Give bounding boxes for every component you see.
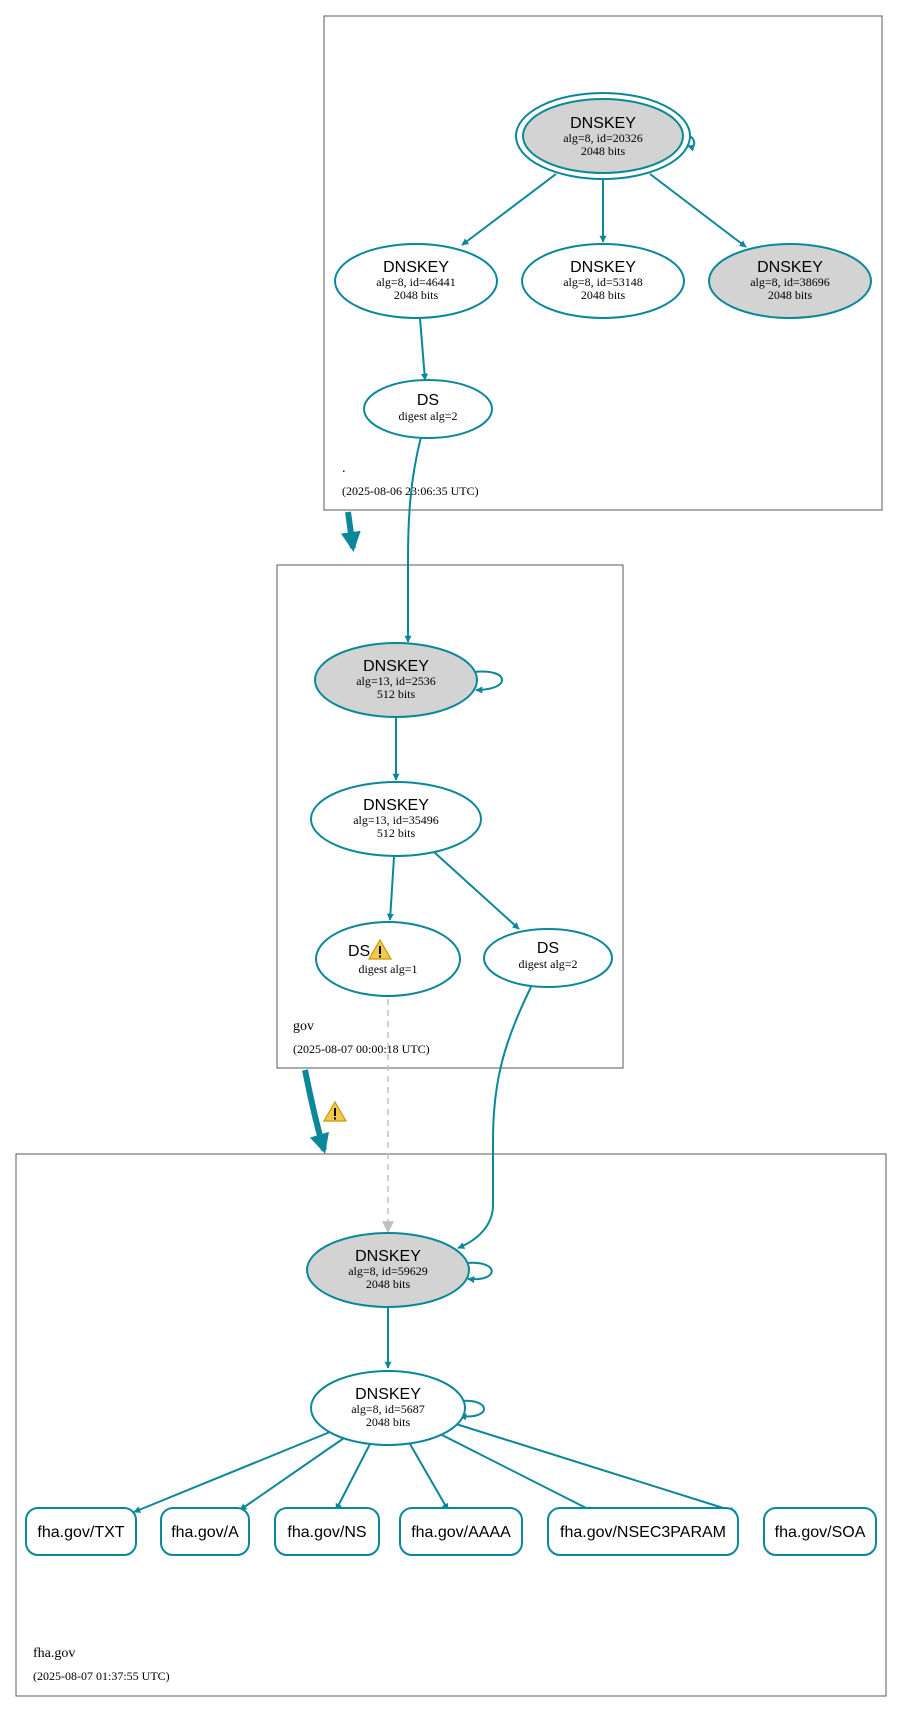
node-fha-zsk[interactable]: DNSKEY alg=8, id=5687 2048 bits <box>310 1370 466 1446</box>
self-loop-fha-ksk <box>465 1261 493 1284</box>
edge-fha-zsk-txt <box>133 1431 331 1513</box>
node-detail: alg=8, id=20326 <box>563 131 643 145</box>
node-title: DNSKEY <box>355 1386 421 1403</box>
node-gov-ksk[interactable]: DNSKEY alg=13, id=2536 512 bits <box>314 642 478 718</box>
node-detail: alg=8, id=38696 <box>750 275 830 289</box>
edge-fha-zsk-a <box>239 1437 345 1511</box>
node-title: DS <box>537 940 559 957</box>
rr-fha-soa[interactable]: fha.gov/SOA <box>763 1507 877 1556</box>
edge-root-zsk1-ds <box>419 317 428 381</box>
warning-icon <box>367 938 393 960</box>
delegation-root-gov <box>340 511 361 552</box>
node-root-ds[interactable]: DS digest alg=2 <box>363 379 493 439</box>
rr-fha-txt[interactable]: fha.gov/TXT <box>25 1507 137 1556</box>
edge-fha-zsk-nsec3param <box>441 1434 595 1513</box>
node-root-ksk[interactable]: DNSKEY alg=8, id=20326 2048 bits <box>515 92 691 180</box>
rr-label: fha.gov/NS <box>287 1524 366 1541</box>
edge-root-ksk-zsk1 <box>461 173 557 246</box>
rr-fha-nsec3param[interactable]: fha.gov/NSEC3PARAM <box>547 1507 739 1556</box>
node-detail: alg=8, id=59629 <box>348 1264 428 1278</box>
zone-gov-box <box>276 564 624 1069</box>
edge-gov-zsk-ds2 <box>433 851 520 930</box>
node-detail: alg=8, id=5687 <box>351 1402 425 1416</box>
node-title: DNSKEY <box>383 259 449 276</box>
edge-gov-zsk-ds1 <box>386 856 395 921</box>
node-root-zsk-38696[interactable]: DNSKEY alg=8, id=38696 2048 bits <box>708 243 872 319</box>
node-root-zsk-46441[interactable]: DNSKEY alg=8, id=46441 2048 bits <box>334 243 498 319</box>
rr-label: fha.gov/SOA <box>775 1524 866 1541</box>
node-title: DNSKEY <box>363 658 429 675</box>
rr-label: fha.gov/AAAA <box>411 1524 511 1541</box>
zone-root-label: . <box>342 461 346 476</box>
node-title: DNSKEY <box>757 259 823 276</box>
node-root-zsk-53148[interactable]: DNSKEY alg=8, id=53148 2048 bits <box>521 243 685 319</box>
node-detail: 2048 bits <box>366 1415 411 1429</box>
edge-fha-zsk-soa <box>455 1423 737 1514</box>
edge-fha-zsk-aaaa <box>409 1443 449 1511</box>
node-gov-ds-alg1[interactable]: DS digest alg=1 <box>315 921 461 997</box>
node-title: DS <box>348 943 370 960</box>
node-detail: 2048 bits <box>581 288 626 302</box>
rr-fha-a[interactable]: fha.gov/A <box>160 1507 250 1556</box>
self-loop-gov-ksk <box>473 670 503 694</box>
node-detail: digest alg=1 <box>358 962 417 976</box>
rr-label: fha.gov/TXT <box>37 1524 124 1541</box>
rr-fha-aaaa[interactable]: fha.gov/AAAA <box>399 1507 523 1556</box>
node-detail: 2048 bits <box>366 1277 411 1291</box>
delegation-gov-fha <box>302 1069 329 1154</box>
node-title: DS <box>417 392 439 409</box>
edge-root-ksk-zsk3 <box>649 173 747 248</box>
rr-fha-ns[interactable]: fha.gov/NS <box>274 1507 380 1556</box>
node-detail: alg=8, id=53148 <box>563 275 643 289</box>
zone-fha-label: fha.gov <box>33 1646 75 1661</box>
edge-gov-ds2-fha-ksk <box>457 986 532 1249</box>
rr-label: fha.gov/A <box>171 1524 239 1541</box>
rr-label: fha.gov/NSEC3PARAM <box>560 1524 726 1541</box>
node-detail: 2048 bits <box>581 144 626 158</box>
node-title: DNSKEY <box>570 115 636 132</box>
node-gov-zsk[interactable]: DNSKEY alg=13, id=35496 512 bits <box>310 781 482 857</box>
node-detail: alg=13, id=2536 <box>356 674 436 688</box>
node-gov-ds-alg2[interactable]: DS digest alg=2 <box>483 928 613 988</box>
node-title: DNSKEY <box>363 797 429 814</box>
edge-fha-zsk-ns <box>335 1443 371 1511</box>
node-detail: alg=8, id=46441 <box>376 275 456 289</box>
warning-icon <box>322 1100 348 1122</box>
zone-fha-box <box>15 1153 887 1697</box>
zone-gov-label: gov <box>293 1019 314 1034</box>
edge-root-ds-gov-ksk <box>404 436 422 643</box>
zone-fha-timestamp: (2025-08-07 01:37:55 UTC) <box>33 1669 170 1683</box>
node-detail: alg=13, id=35496 <box>353 813 439 827</box>
edges <box>133 135 747 1514</box>
zone-gov-timestamp: (2025-08-07 00:00:18 UTC) <box>293 1042 430 1056</box>
node-detail: digest alg=2 <box>518 957 577 971</box>
node-detail: digest alg=2 <box>398 409 457 423</box>
node-detail: 2048 bits <box>394 288 439 302</box>
node-detail: 512 bits <box>377 826 416 840</box>
node-detail: 512 bits <box>377 687 416 701</box>
node-title: DNSKEY <box>355 1248 421 1265</box>
self-loop-fha-zsk <box>459 1399 485 1421</box>
zone-root-box <box>323 15 883 511</box>
node-title: DNSKEY <box>570 259 636 276</box>
node-detail: 2048 bits <box>768 288 813 302</box>
node-fha-ksk[interactable]: DNSKEY alg=8, id=59629 2048 bits <box>306 1232 470 1308</box>
